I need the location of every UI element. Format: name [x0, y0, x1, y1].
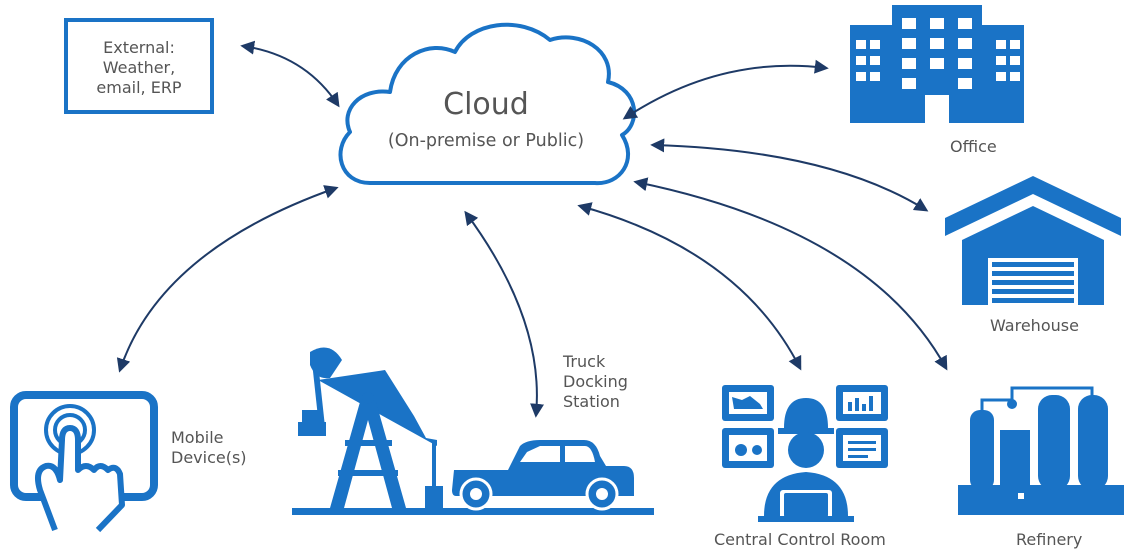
pumpjack-icon — [292, 347, 654, 515]
cloud-title: Cloud — [443, 87, 529, 122]
office-building-icon — [850, 5, 1024, 123]
arrow-mobile — [116, 185, 339, 373]
arrow-office — [622, 59, 829, 120]
external-systems-label: External: Weather, email, ERP — [96, 38, 182, 97]
arrow-control-room — [577, 202, 802, 371]
tablet-touch-icon — [10, 391, 158, 533]
arrow-external — [240, 40, 340, 108]
refinery-label: Refinery — [1016, 530, 1083, 549]
arrow-truck — [464, 210, 545, 418]
cloud-shape — [338, 22, 637, 186]
pickup-truck-icon — [452, 440, 634, 511]
control-room-icon — [722, 385, 888, 522]
control-room-label: Central Control Room — [714, 530, 886, 549]
cloud-subtitle: (On-premise or Public) — [387, 131, 585, 151]
truck-docking-label: Truck Docking Station — [563, 352, 628, 411]
arrow-warehouse — [650, 138, 929, 212]
external-systems-box: External: Weather, email, ERP — [64, 18, 214, 114]
warehouse-icon — [945, 176, 1121, 305]
warehouse-label: Warehouse — [990, 316, 1079, 335]
office-label: Office — [950, 137, 997, 156]
refinery-icon — [958, 386, 1124, 515]
arrow-refinery — [633, 177, 948, 371]
mobile-devices-label: Mobile Device(s) — [171, 428, 247, 467]
